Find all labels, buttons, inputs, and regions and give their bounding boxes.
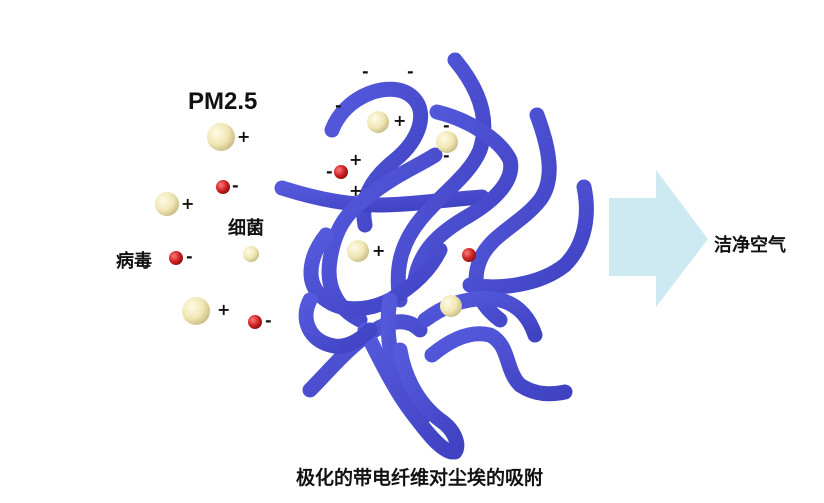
fiber-minus-charge: -	[335, 96, 342, 115]
diagram-caption: 极化的带电纤维对尘埃的吸附	[296, 467, 544, 489]
minus-charge: -	[232, 176, 239, 195]
free-particles	[155, 123, 262, 329]
minus-charge: -	[326, 162, 333, 181]
bacteria-label: 细菌	[228, 218, 264, 239]
captured-virus-particle	[334, 165, 348, 179]
plus-charge: +	[181, 194, 195, 213]
captured-dust-particle	[347, 240, 369, 262]
pm25-particle	[207, 123, 235, 151]
fiber-minus-charge: -	[362, 62, 369, 81]
fiber-plus-charge: +	[349, 181, 363, 200]
fibers	[274, 52, 594, 460]
bacteria-particle	[243, 246, 259, 262]
captured-dust-particle	[367, 111, 389, 133]
plus-charge: +	[393, 111, 407, 130]
flow-arrow-shape	[609, 170, 708, 307]
virus-particle	[169, 251, 183, 265]
pm25-particle	[155, 192, 179, 216]
captured-dust-particle	[440, 295, 462, 317]
captured-dust-particle	[436, 131, 458, 153]
virus-particle	[216, 180, 230, 194]
pm25-label: PM2.5	[188, 88, 258, 115]
fiber-plus-charge: +	[349, 150, 363, 169]
fiber-minus-charge: -	[443, 116, 450, 135]
virus-label: 病毒	[116, 251, 152, 272]
minus-charge: -	[186, 247, 193, 266]
plus-charge: +	[372, 241, 386, 260]
virus-particle	[248, 315, 262, 329]
clean-air-label: 洁净空气	[714, 235, 786, 256]
minus-charge: -	[265, 311, 272, 330]
plus-charge: +	[217, 300, 231, 319]
fiber-minus-charge: -	[407, 62, 414, 81]
captured-virus-particle	[462, 248, 476, 262]
fiber-minus-charge: -	[443, 146, 450, 165]
captured-particles	[334, 111, 476, 317]
plus-charge: +	[237, 127, 251, 146]
pm25-particle	[182, 297, 210, 325]
